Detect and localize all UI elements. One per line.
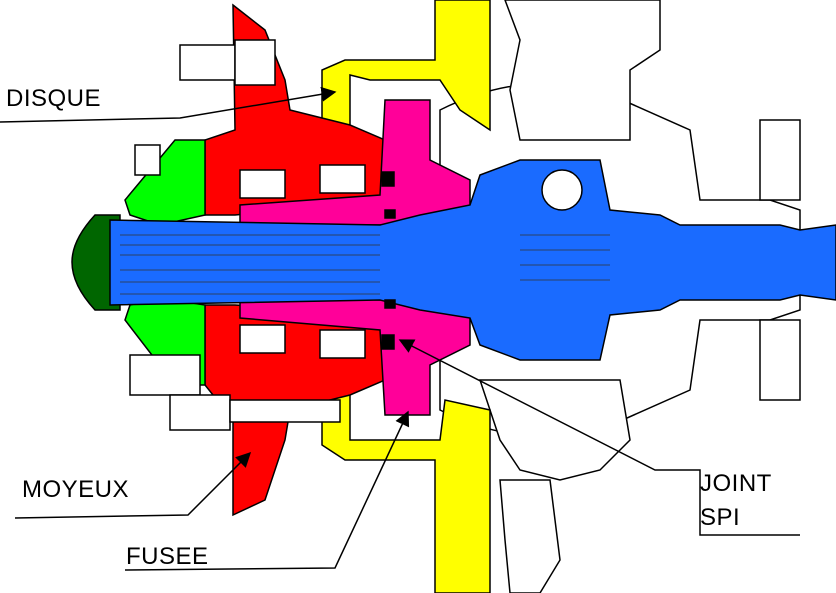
- lower-ball-joint: [478, 379, 631, 481]
- leader-disque: [0, 86, 337, 123]
- leader-moyeux: [14, 451, 252, 519]
- drive-shaft: [109, 159, 836, 361]
- hub-moyeux: [204, 3, 401, 216]
- upper-ball-joint: [504, 0, 661, 141]
- label-spi: SPI: [700, 504, 741, 531]
- cv-joint-ball: [541, 169, 583, 211]
- dust-cap: [71, 214, 121, 311]
- shaft-splines: [120, 234, 610, 295]
- brake-disc-disque-lower: [321, 379, 491, 593]
- label-moyeux: MOYEUX: [22, 476, 130, 503]
- leader-joint-spi: [398, 339, 800, 536]
- right-flange: [759, 119, 801, 401]
- label-fusee: FUSEE: [126, 543, 209, 570]
- label-disque: DISQUE: [6, 85, 102, 112]
- brake-disc-disque: [321, 0, 491, 136]
- wheel-bearings: [239, 164, 366, 359]
- label-joint: JOINT: [700, 470, 772, 497]
- bracket: [499, 479, 561, 593]
- oil-seals-joint-spi: [381, 171, 396, 350]
- wheel-studs: [129, 39, 341, 431]
- leader-fusee: [124, 410, 410, 571]
